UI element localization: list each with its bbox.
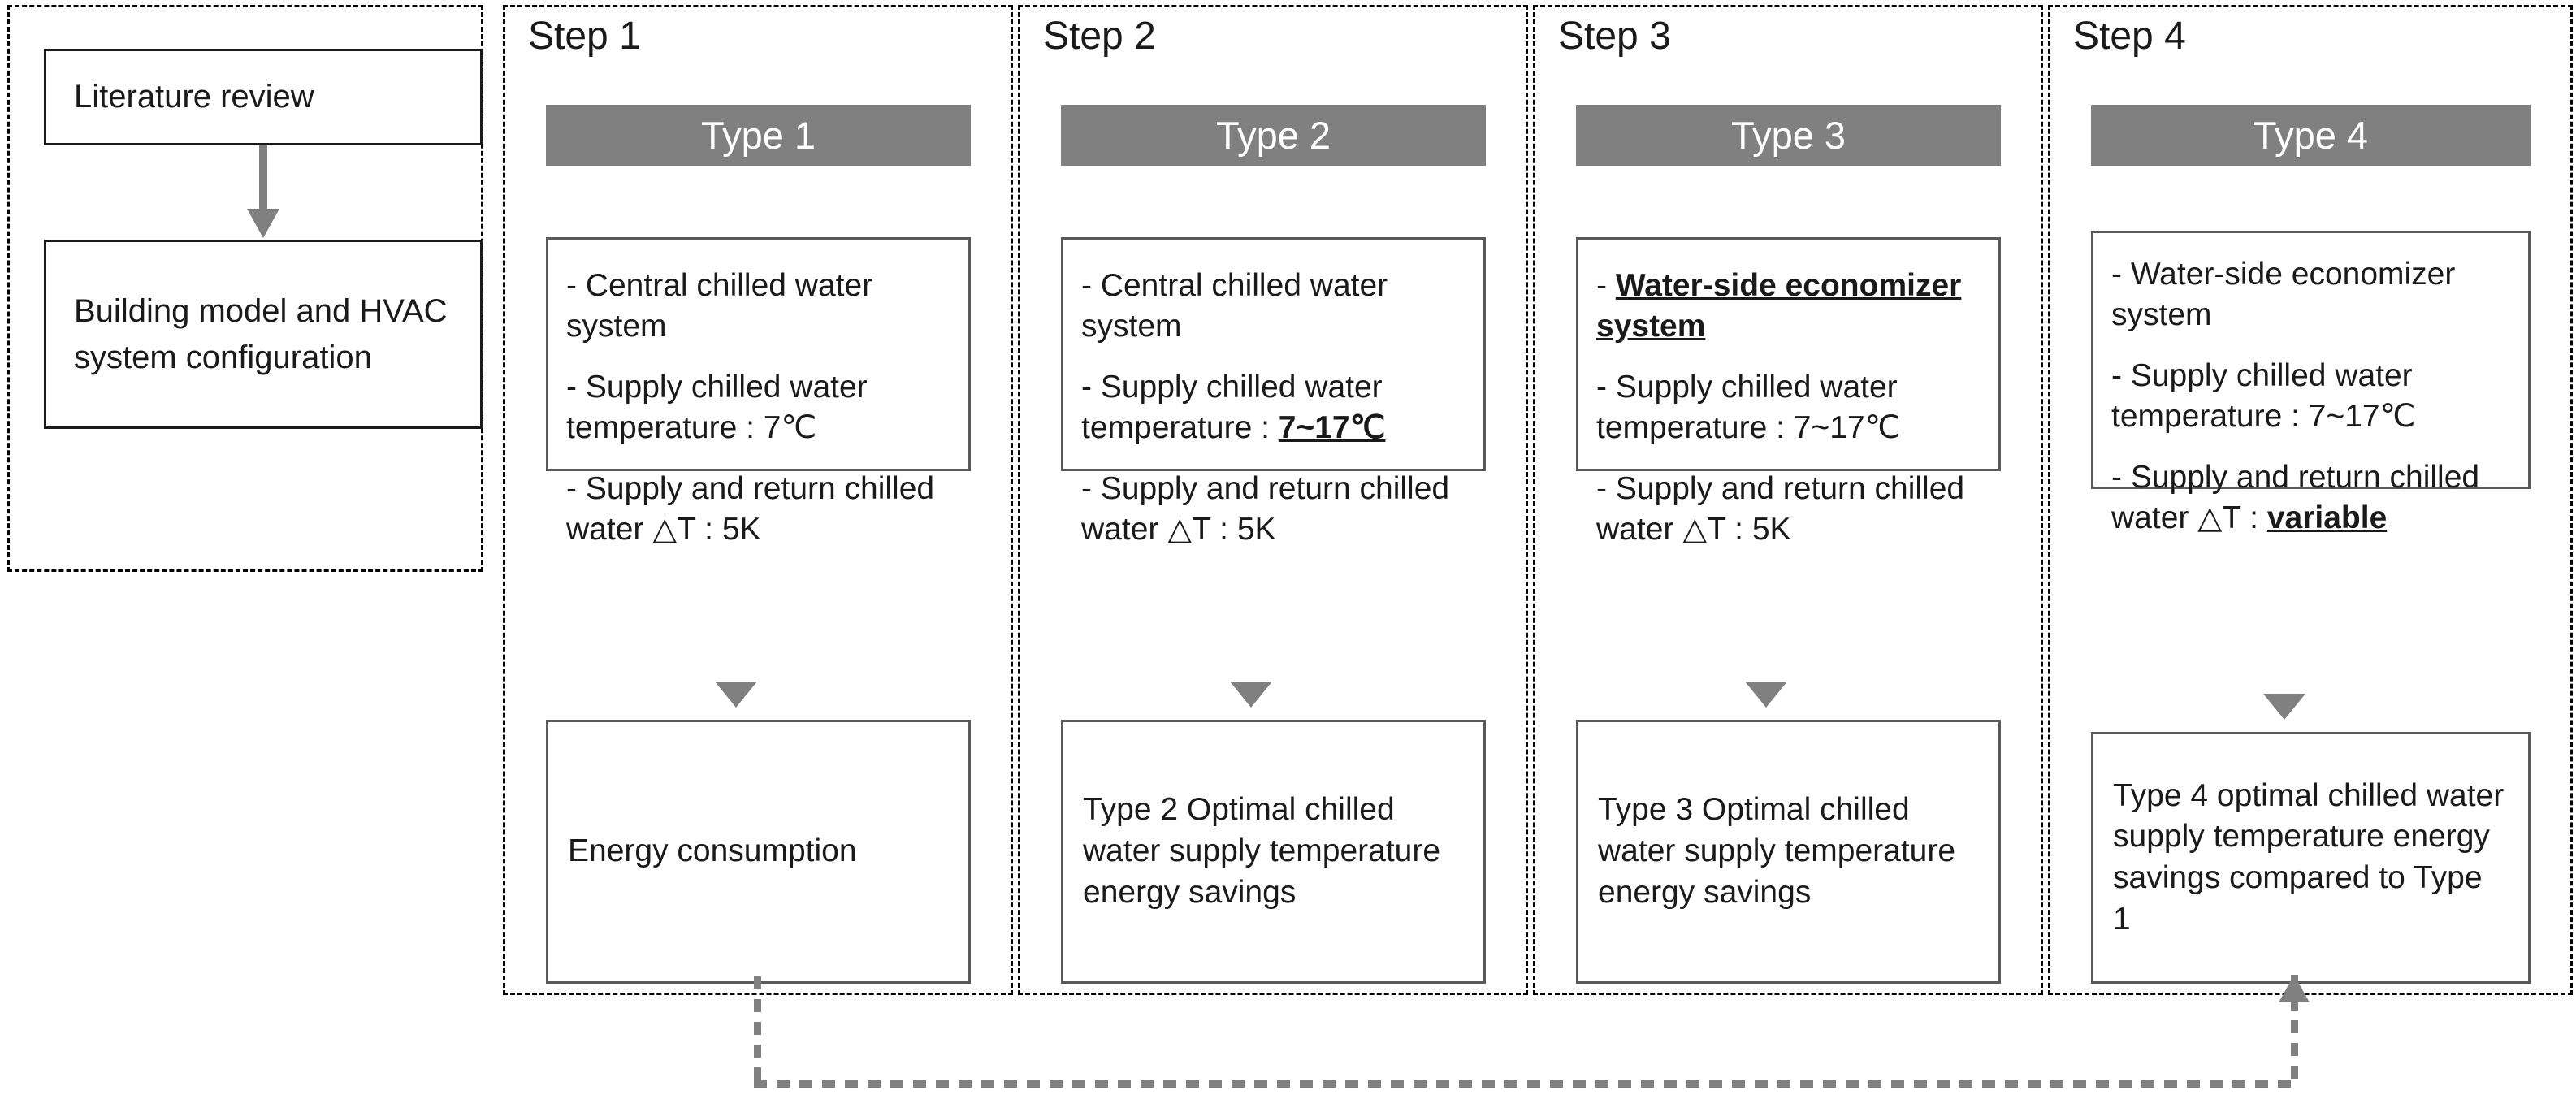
step-label-3: Step 3 [1558,15,1671,58]
spec-line: - Central chilled water system [566,268,873,344]
result-label-4: Type 4 optimal chilled water supply temp… [2113,777,2505,937]
spec-box-2: - Central chilled water system - Supply … [1061,237,1486,547]
feedback-line-vertical-right [2291,975,2298,1088]
spec-line: - Supply chilled water temperature : 7~1… [1596,370,1901,445]
spec-line: - Supply chilled water temperature : 7~1… [1081,370,1386,445]
building-model-box: Building model and HVAC system configura… [44,240,483,429]
step-column-1: Step 1 Type 1 - Central chilled water sy… [503,5,1013,995]
result-box-4: Type 4 optimal chilled water supply temp… [2091,732,2531,984]
step-label-1: Step 1 [528,15,641,58]
intro-dashed-container: Literature review Building model and HVA… [7,5,483,572]
spec-line: - Supply chilled water temperature : 7℃ [566,370,868,445]
feedback-line-vertical-left [754,976,761,1088]
spec-line: - Central chilled water system [1081,268,1388,344]
step-column-4: Step 4 Type 4 - Water-side economizer sy… [2048,5,2573,995]
spec-line: - Supply and return chilled water △T : 5… [1081,471,1450,547]
down-arrow-icon-shaft [259,145,267,215]
type-header-4: Type 4 [2091,105,2531,166]
highlighted-spec-text: Water-side economizer system [1596,268,1962,344]
down-arrow-icon-head [247,209,279,238]
step-label-4: Step 4 [2073,15,2186,58]
spec-line: - Supply and return chilled water △T : 5… [566,471,935,547]
spec-box-3: - Water-side economizer system - Supply … [1576,237,2001,547]
result-label-1: Energy consumption [568,833,857,869]
step-label-2: Step 2 [1043,15,1156,58]
spec-box-4: - Water-side economizer system - Supply … [2091,231,2531,535]
result-box-1: Energy consumption [546,720,971,984]
type-header-2: Type 2 [1061,105,1486,166]
feedback-line-horizontal [754,1080,2297,1088]
spec-line: - Water-side economizer system [1596,268,1962,344]
type-header-3: Type 3 [1576,105,2001,166]
spec-line: - Supply and return chilled water △T : 5… [1596,471,1965,547]
spec-line: - Supply and return chilled water △T : v… [2111,460,2480,535]
down-triangle-arrow-icon [1230,682,1272,708]
step-column-3: Step 3 Type 3 - Water-side economizer sy… [1533,5,2043,995]
down-triangle-arrow-icon [715,682,757,708]
highlighted-spec-text: variable [2266,500,2388,535]
literature-review-label: Literature review [74,79,314,115]
step-column-2: Step 2 Type 2 - Central chilled water sy… [1018,5,1528,995]
spec-box-1: - Central chilled water system - Supply … [546,237,971,547]
down-triangle-arrow-icon [2263,694,2305,720]
building-model-label: Building model and HVAC system configura… [74,292,448,375]
result-label-3: Type 3 Optimal chilled water supply temp… [1598,792,1956,910]
type-header-1: Type 1 [546,105,971,166]
spec-line: - Water-side economizer system [2111,257,2456,332]
result-label-2: Type 2 Optimal chilled water supply temp… [1083,792,1441,910]
up-arrow-icon [2279,975,2310,1002]
highlighted-spec-text: 7~17℃ [1278,409,1386,445]
result-box-3: Type 3 Optimal chilled water supply temp… [1576,720,2001,984]
spec-line: - Supply chilled water temperature : 7~1… [2111,358,2416,434]
literature-review-box: Literature review [44,49,483,145]
result-box-2: Type 2 Optimal chilled water supply temp… [1061,720,1486,984]
down-triangle-arrow-icon [1745,682,1787,708]
